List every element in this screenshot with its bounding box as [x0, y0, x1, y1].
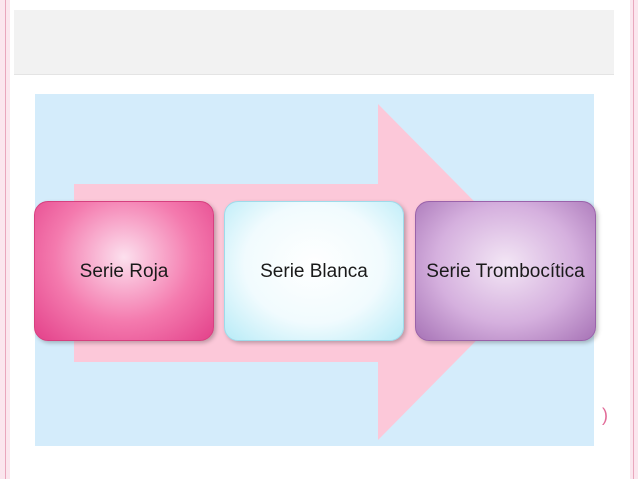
step-label: Serie Roja	[79, 260, 169, 282]
title-divider	[14, 74, 614, 75]
right-border	[630, 0, 638, 479]
left-border-line	[5, 0, 6, 479]
step-box-serie-blanca: Serie Blanca	[224, 201, 404, 341]
right-border-line	[633, 0, 634, 479]
step-box-serie-roja: Serie Roja	[34, 201, 214, 341]
corner-glyph: )	[602, 405, 608, 425]
step-label: Serie Blanca	[260, 260, 368, 282]
step-box-serie-trombocitica: Serie Trombocítica	[415, 201, 596, 341]
step-label: Serie Trombocítica	[426, 260, 585, 282]
title-placeholder	[14, 10, 614, 74]
